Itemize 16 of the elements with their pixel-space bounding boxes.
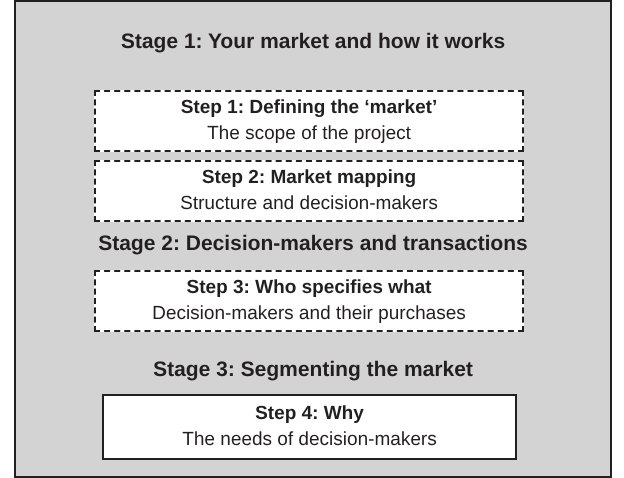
step-box bbox=[94, 270, 524, 332]
stage-heading: Stage 2: Decision-makers and transactions bbox=[98, 232, 528, 256]
step-box bbox=[94, 90, 524, 152]
step-box bbox=[94, 160, 524, 222]
stage-heading: Stage 1: Your market and how it works bbox=[120, 30, 506, 54]
panel-background bbox=[14, 0, 612, 478]
step-box bbox=[102, 394, 517, 460]
step-description: The scope of the project bbox=[207, 122, 411, 146]
step-title: Step 1: Defining the ‘market’ bbox=[180, 96, 438, 120]
step-title: Step 2: Market mapping bbox=[202, 166, 416, 190]
step-description: Decision-makers and their purchases bbox=[152, 302, 466, 326]
step-description: Structure and decision-makers bbox=[180, 192, 438, 216]
step-title: Step 4: Why bbox=[255, 402, 364, 426]
step-description: The needs of decision-makers bbox=[182, 428, 437, 452]
stage-heading: Stage 3: Segmenting the market bbox=[153, 358, 473, 382]
step-title: Step 3: Who specifies what bbox=[186, 276, 432, 300]
